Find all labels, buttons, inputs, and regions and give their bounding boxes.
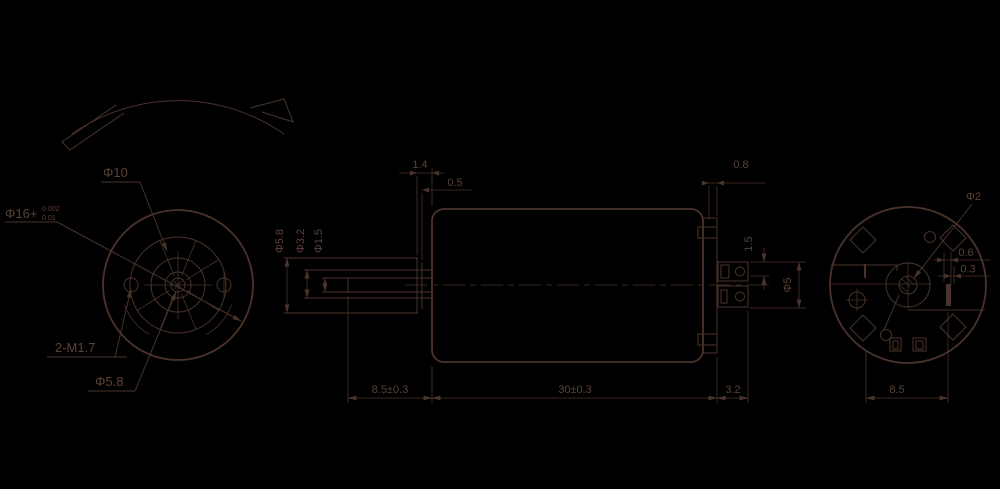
- terminal-bottom: [718, 286, 748, 307]
- end-cap: [703, 218, 717, 353]
- leader-line: [57, 222, 242, 321]
- label-boss-step: 0.5: [447, 177, 462, 189]
- label-shaft-dia: Φ1.5: [313, 229, 325, 253]
- label-terminal-span: 8.5: [889, 384, 904, 396]
- rear-small-hole-bottom: [881, 330, 892, 341]
- rear-outline-circle: [830, 207, 986, 363]
- shaft-profile: [284, 258, 432, 313]
- rear-small-hole-top: [925, 232, 936, 243]
- label-bushing-dia: Φ3.2: [295, 229, 307, 253]
- label-shaft-extension: 8.5±0.3: [372, 384, 409, 396]
- bottom-dimensions: 8.5±0.3 30±0.3 3.2: [347, 296, 749, 403]
- leader-line: [914, 204, 972, 279]
- side-view: Φ5.8 Φ3.2 Φ1.5 1.4 0.5 0.8: [274, 159, 806, 403]
- terminal-edge-bar: [946, 284, 951, 306]
- label-terminal-pitch-dia: Φ5: [782, 278, 794, 293]
- label-pitch-circle-dia: Φ10: [103, 165, 128, 180]
- label-body-dia-tol-upper: 0.002: [42, 206, 60, 213]
- label-body-dia-tol-lower: 0.01: [42, 215, 56, 222]
- label-boss-length: 1.4: [412, 159, 427, 171]
- label-body-dia: Φ16+: [5, 206, 37, 221]
- front-view: Φ10 Φ16+ 0.002 0.01 2-M1.7 Φ5.8: [5, 99, 293, 391]
- bottom-slots: [890, 338, 926, 351]
- break-mark-right: [250, 99, 293, 122]
- leader-line: [115, 288, 131, 357]
- rear-bottom-dimension: 8.5: [865, 312, 949, 403]
- label-terminal-dim-outer: 0.6: [958, 247, 973, 259]
- shaft-hatch: [174, 281, 182, 289]
- break-arc: [72, 101, 284, 134]
- inner-arc-right: [207, 305, 232, 335]
- label-body-length: 30±0.3: [558, 384, 592, 396]
- vent-hole-cross: [846, 289, 868, 311]
- rear-view: Φ2 0.6 0.3 8.5: [830, 191, 991, 403]
- crimp-tab-top: [698, 227, 717, 238]
- label-boss-dia: Φ5.8: [274, 229, 286, 253]
- terminal-top: [718, 262, 748, 281]
- label-terminal-length: 3.2: [725, 384, 740, 396]
- body-outline-circle: [103, 210, 253, 360]
- label-mounting-holes: 2-M1.7: [55, 340, 95, 355]
- label-shaft-hole-dia: Φ2: [966, 191, 981, 203]
- label-boss-dia-front: Φ5.8: [95, 374, 123, 389]
- motor-body-outline: [432, 209, 703, 362]
- inner-arc-left: [124, 305, 149, 335]
- magnet-clips: [850, 225, 966, 341]
- label-terminal-thickness: 1.5: [743, 236, 755, 251]
- crimp-tab-bottom: [698, 334, 717, 345]
- label-terminal-dim-inner: 0.3: [960, 264, 975, 276]
- label-endcap-lip: 0.8: [733, 159, 748, 171]
- pitch-circle: [130, 237, 226, 333]
- leader-line: [140, 182, 167, 252]
- brush-arm-line: [884, 295, 899, 330]
- leader-line: [135, 291, 176, 391]
- break-mark-left: [62, 105, 124, 150]
